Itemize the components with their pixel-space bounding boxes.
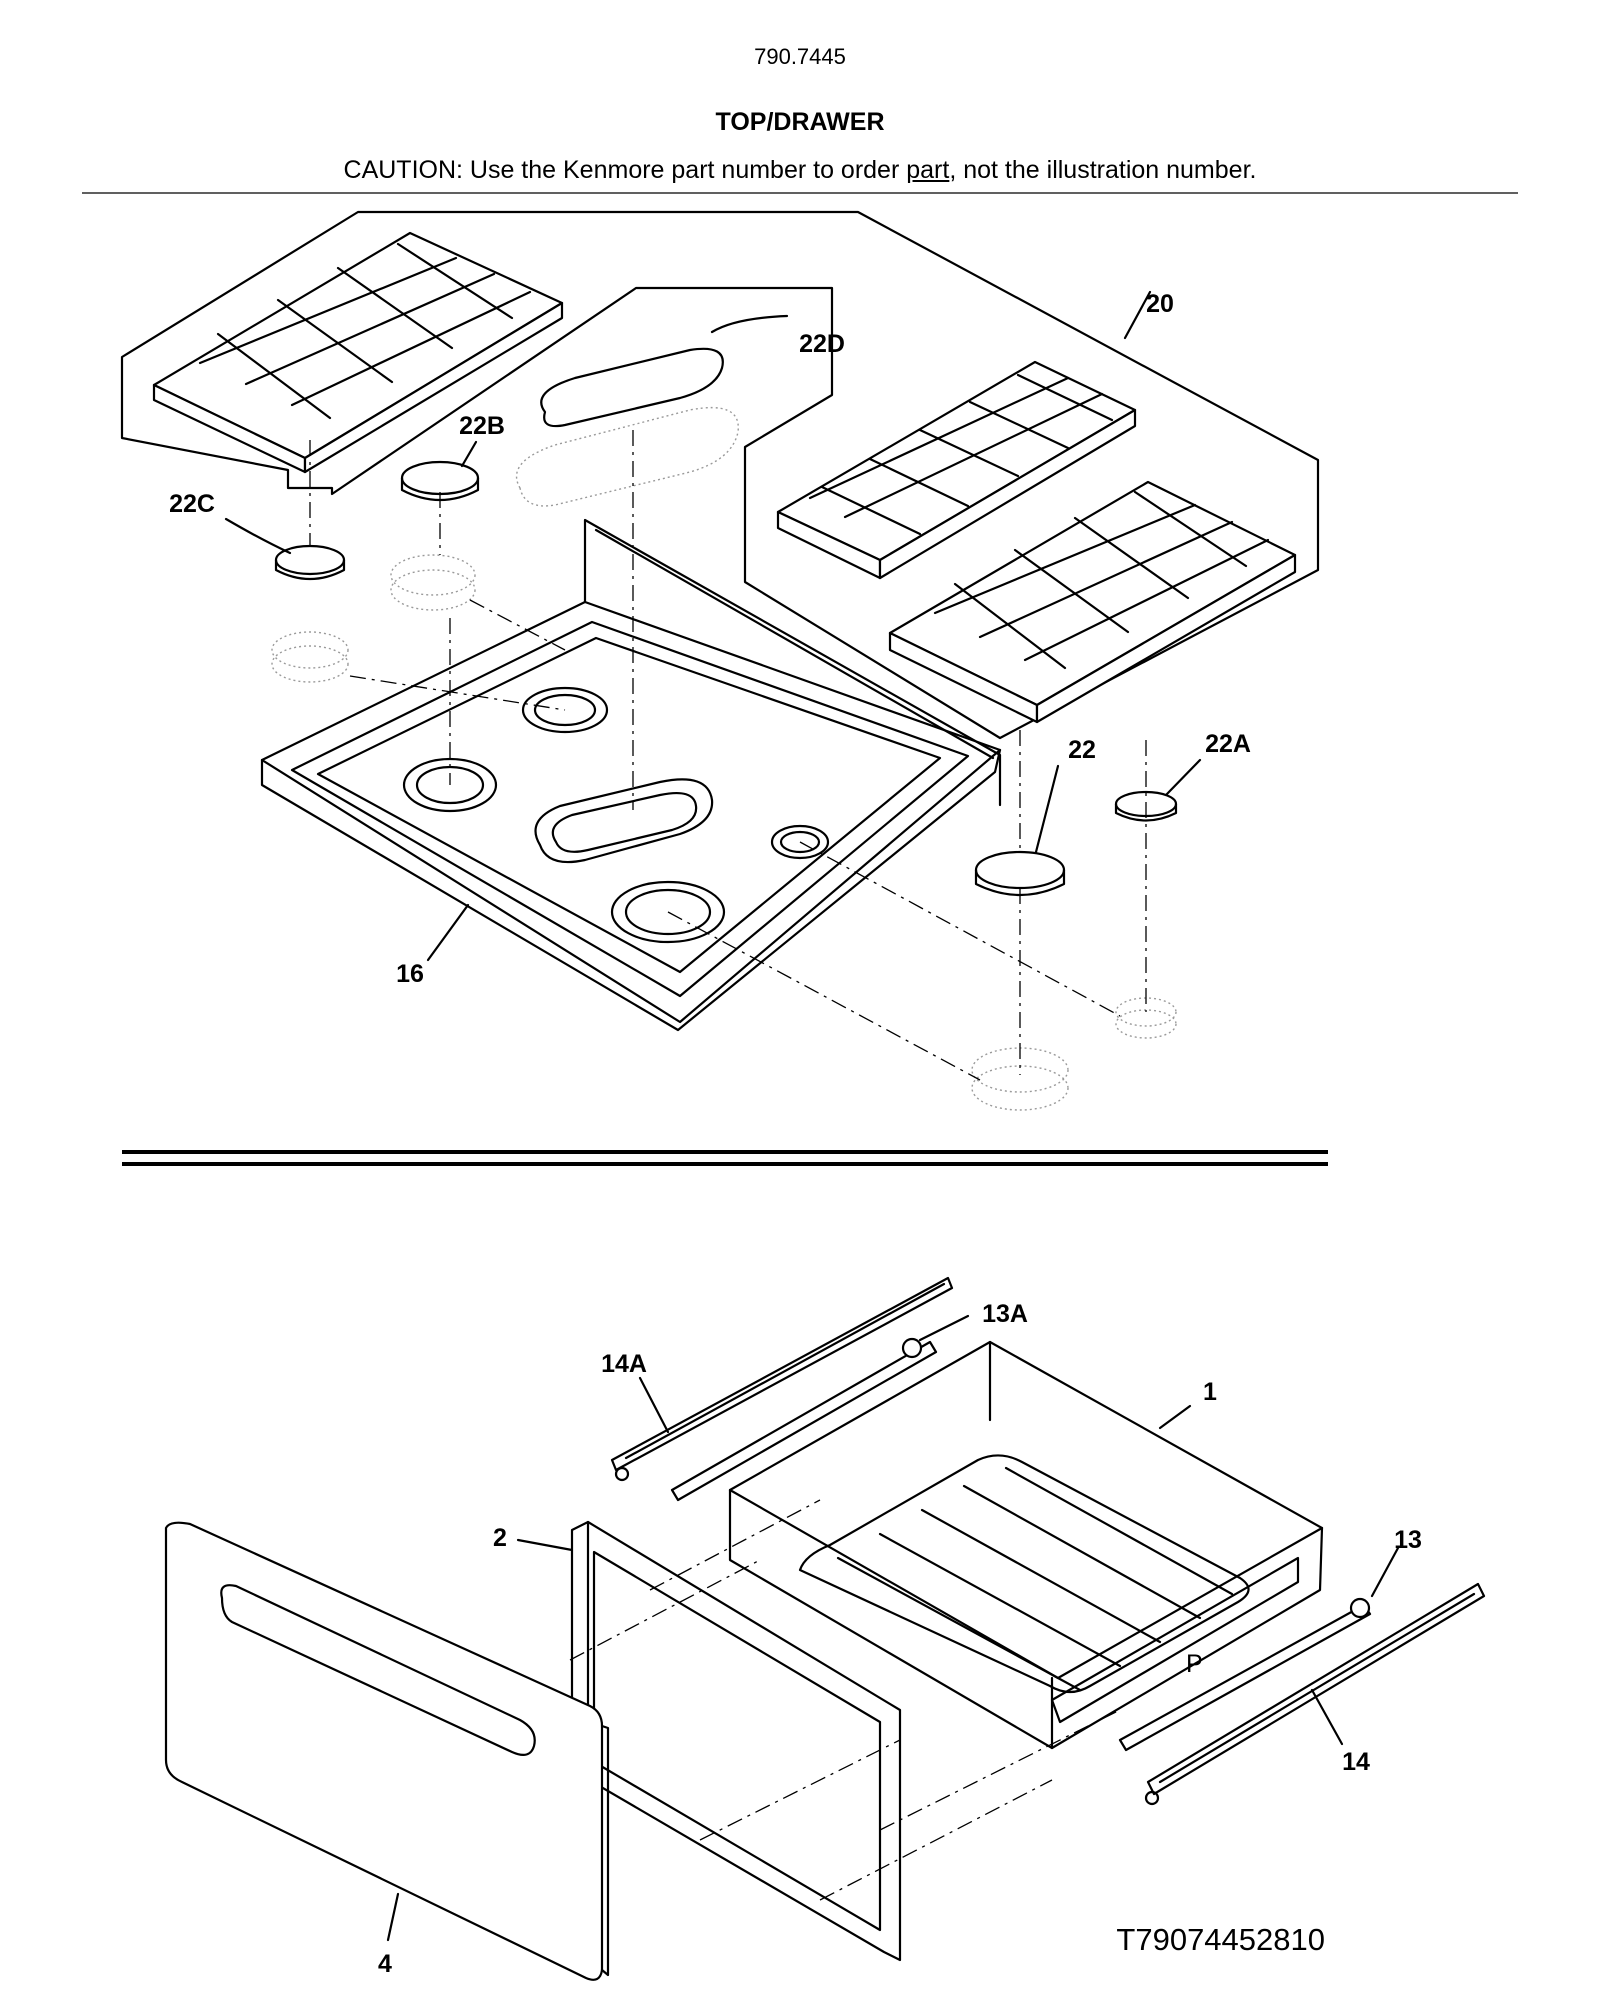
section-divider <box>122 1150 1328 1166</box>
slide-bracket-13 <box>1118 1597 1372 1752</box>
caution-note: CAUTION: Use the Kenmore part number to … <box>0 156 1600 185</box>
burner-cap-22 <box>974 850 1066 897</box>
callout-13a: 13A <box>982 1300 1028 1328</box>
slide-rail-14 <box>1144 1582 1486 1806</box>
drawer-stamp-glyph: P <box>1186 1650 1203 1678</box>
slide-rail-14a <box>610 1276 954 1482</box>
caution-suffix: , not the illustration number. <box>949 156 1257 184</box>
section-title: TOP/DRAWER <box>715 108 885 136</box>
right-front-grate <box>888 480 1297 724</box>
drawer-panel <box>164 1521 610 1981</box>
oval-burner-ghost <box>515 406 739 507</box>
model-number: 790.7445 <box>754 44 846 69</box>
oval-burner-cap-22d <box>540 347 724 428</box>
left-burner-grate <box>152 231 564 474</box>
drawer-body: P <box>728 1340 1324 1750</box>
callout-13: 13 <box>1394 1526 1422 1554</box>
cooktop-main-top <box>260 518 1002 1032</box>
drawer-frame <box>570 1520 902 1962</box>
caution-prefix: CAUTION: Use the Kenmore part number to … <box>343 156 907 184</box>
burner-cap-22c <box>274 544 346 580</box>
alignment-lines-top <box>309 430 1147 1081</box>
leader-lines-top <box>224 290 1202 962</box>
leader-lines-drawer <box>386 1314 1400 1942</box>
alignment-lines-drawer <box>569 1499 1121 1901</box>
callout-22a: 22A <box>1205 730 1251 758</box>
caution-part-link: part <box>906 156 950 184</box>
grate-assembly-outline <box>120 210 1320 740</box>
callout-14: 14 <box>1342 1748 1370 1776</box>
callout-22: 22 <box>1068 736 1096 764</box>
callout-20: 20 <box>1146 290 1174 318</box>
right-rear-grate <box>776 360 1137 580</box>
callout-1: 1 <box>1203 1378 1217 1406</box>
callout-22c: 22C <box>169 490 215 518</box>
callout-22b: 22B <box>459 412 505 440</box>
slide-bracket-13a <box>670 1337 938 1502</box>
callout-2: 2 <box>493 1524 507 1552</box>
callout-14a: 14A <box>601 1350 647 1378</box>
callout-22d: 22D <box>799 330 845 358</box>
diagram-code: T79074452810 <box>1116 1922 1325 1957</box>
callout-16: 16 <box>396 960 424 988</box>
callout-4: 4 <box>378 1950 392 1978</box>
